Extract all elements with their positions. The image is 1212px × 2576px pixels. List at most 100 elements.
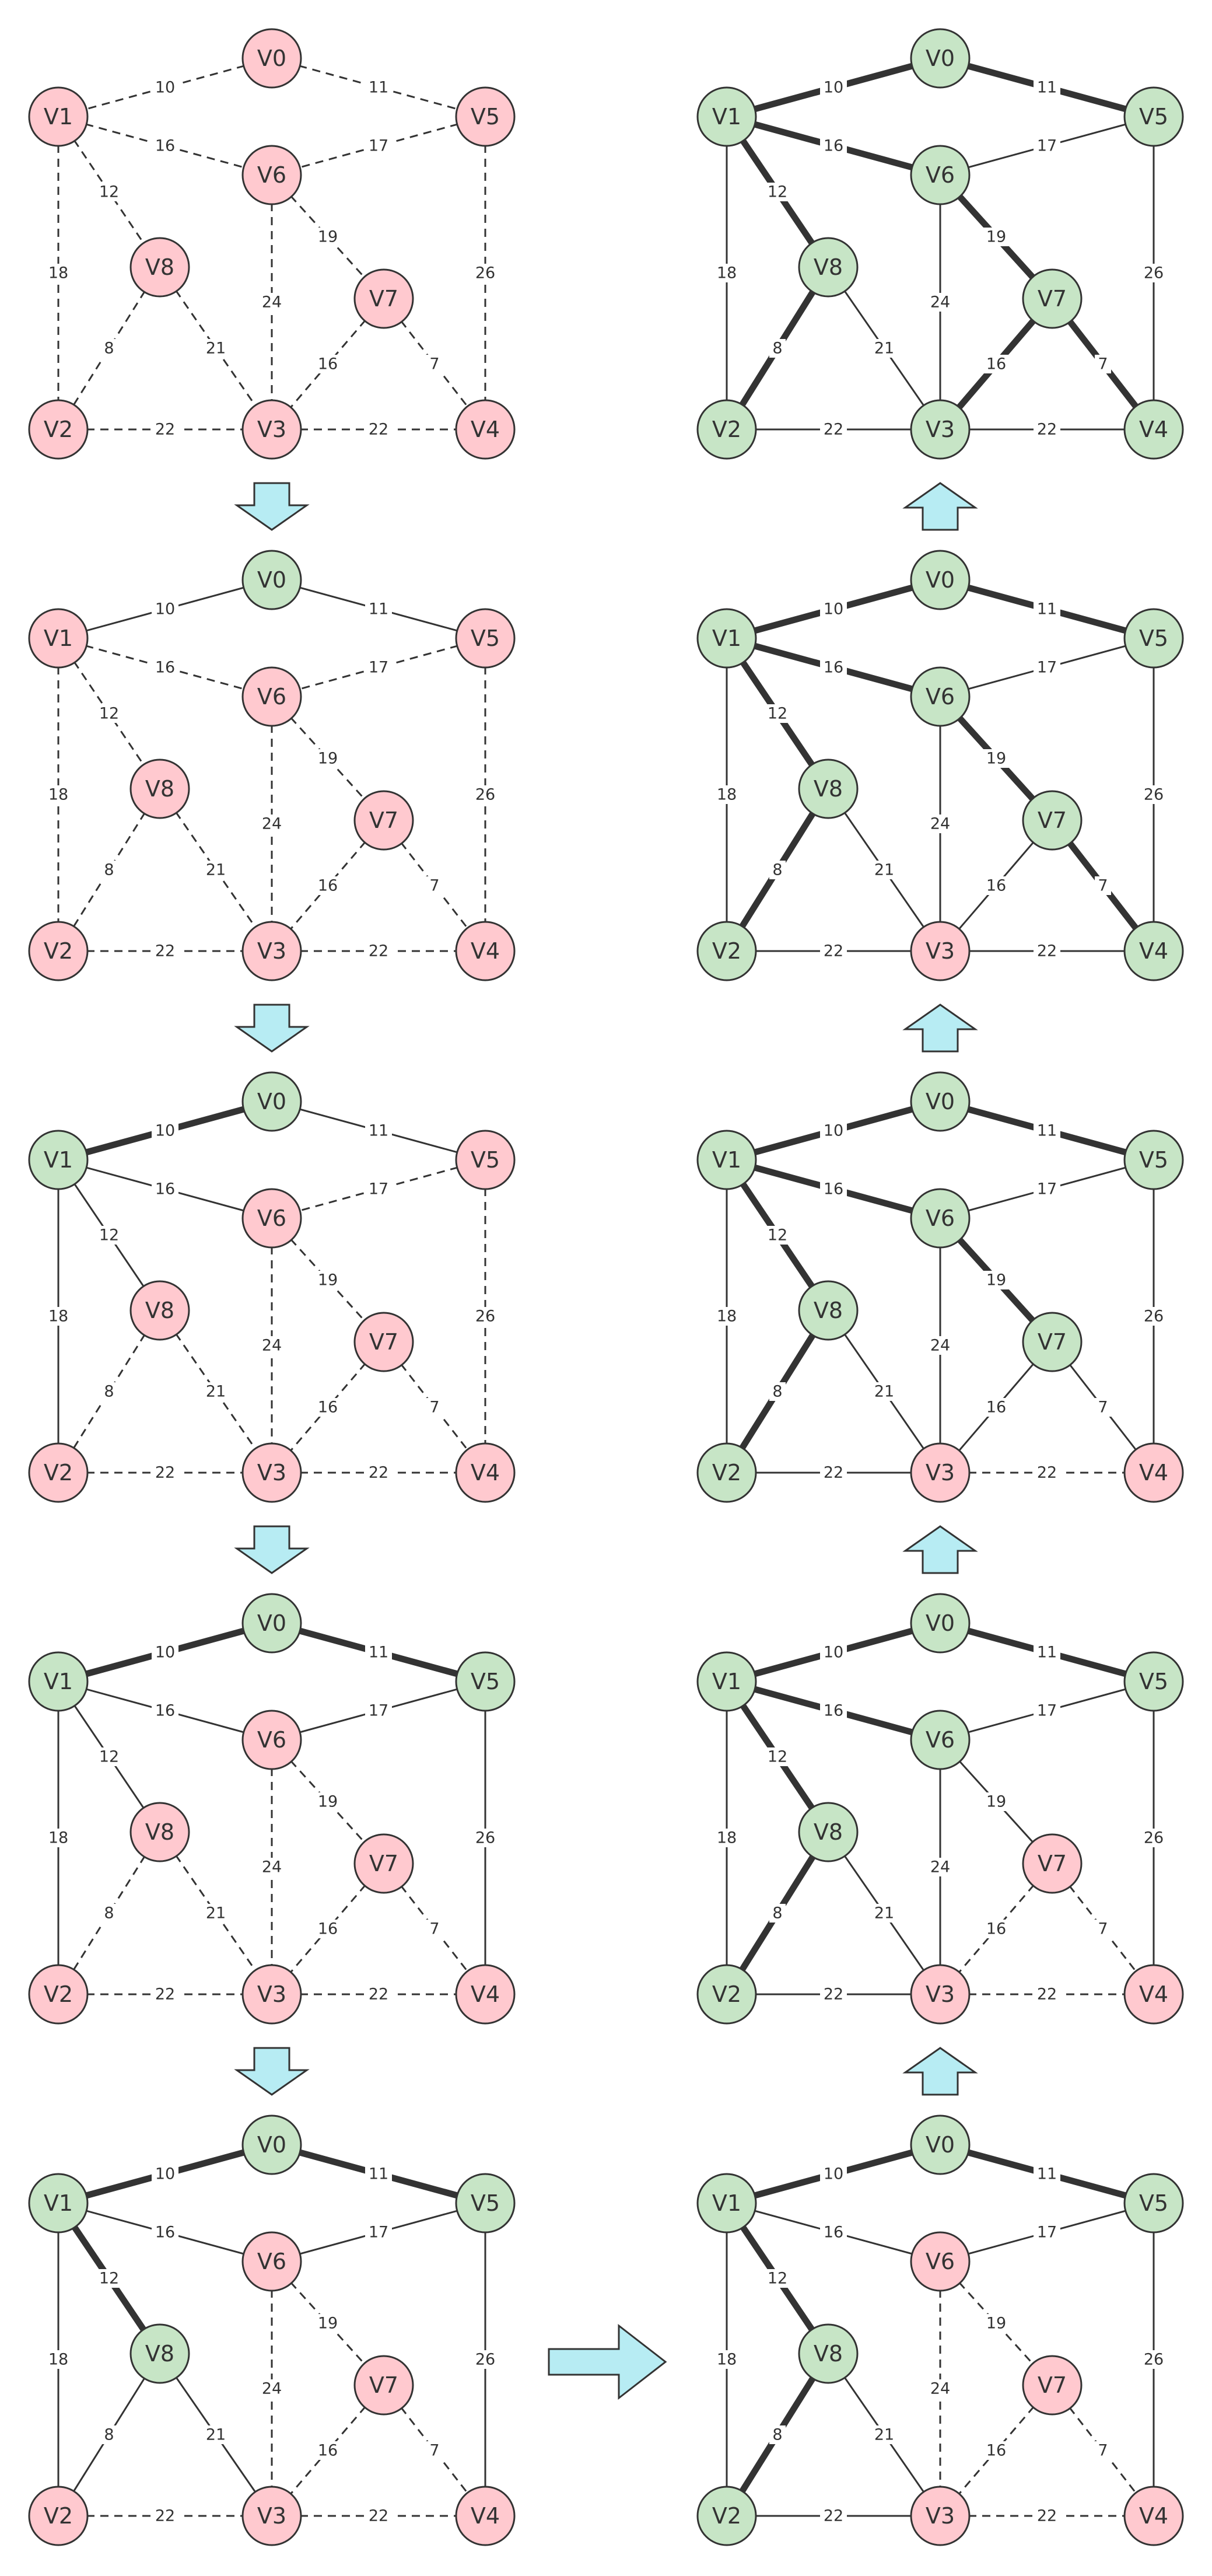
weight-label-bg [1034, 1643, 1060, 1662]
edge-v8-v2 [57, 1310, 161, 1473]
node-v2 [696, 1442, 757, 1503]
node-label-v3: V3 [926, 1981, 955, 2007]
node-label-v8: V8 [145, 1819, 174, 1845]
weight-label-bg [820, 1985, 847, 2004]
weight-label-bg [983, 355, 1010, 373]
node-label-v2: V2 [712, 1981, 741, 2007]
node-label-v0: V0 [257, 1610, 286, 1636]
arrow-down-icon [234, 1525, 310, 1574]
weight-label-bg [820, 2223, 847, 2242]
node-v0 [910, 28, 971, 89]
edge-weight-label: 22 [369, 421, 388, 439]
edge-weight-label: 16 [986, 2442, 1006, 2460]
node-label-v3: V3 [926, 417, 955, 442]
node-v6 [241, 1710, 302, 1770]
edge-weight-label: 24 [262, 1858, 282, 1876]
edge-weight-label: 10 [824, 2165, 843, 2183]
edge-weight-label: 22 [824, 2507, 843, 2525]
weight-label-bg [1034, 600, 1060, 618]
node-v5 [455, 1130, 516, 1190]
edge-weight-label: 21 [874, 1904, 894, 1923]
edge-weight-label: 21 [874, 2426, 894, 2444]
edge-weight-label: 7 [1098, 355, 1108, 373]
node-label-v6: V6 [257, 162, 286, 188]
edges-step-5 [55, 2141, 489, 2517]
edge-weight-label: 16 [318, 2442, 338, 2460]
step-arrows [234, 482, 978, 2400]
node-v7 [1022, 1833, 1083, 1894]
edge-weight-label: 21 [206, 1904, 226, 1923]
node-label-v6: V6 [257, 2249, 286, 2274]
node-v3 [241, 399, 302, 460]
weight-label-bg [1095, 2441, 1111, 2460]
edge-weight-label: 18 [48, 1829, 68, 1847]
edge-weight-label: 26 [475, 2351, 495, 2369]
weight-label-bg [769, 2425, 786, 2444]
weight-label-bg [314, 1271, 341, 1289]
node-v1 [28, 2173, 89, 2234]
weight-label-bg [983, 1920, 1010, 1938]
node-v1 [28, 86, 89, 147]
weight-label-bg [152, 1985, 178, 2004]
node-v7 [1022, 790, 1083, 851]
edge-weight-label: 19 [986, 228, 1006, 246]
edge-v0-v5 [271, 57, 486, 118]
edge-weight-label: 19 [318, 228, 338, 246]
node-v0 [241, 550, 302, 610]
edge-weight-label: 16 [986, 355, 1006, 373]
edge-weight-label: 19 [318, 2315, 338, 2333]
node-label-v4: V4 [1139, 1460, 1168, 1486]
weight-label-bg [202, 861, 229, 879]
weight-label-bg [1034, 1121, 1060, 1140]
weight-label-bg [96, 1747, 122, 1766]
weight-label-bg [764, 704, 791, 723]
node-label-v0: V0 [926, 1089, 955, 1114]
node-label-v1: V1 [712, 2190, 741, 2216]
edge-weight-label: 24 [930, 2380, 950, 2398]
node-v2 [28, 1964, 89, 2025]
weight-label-bg [472, 1829, 499, 1847]
edge-weight-label: 12 [99, 1748, 119, 1766]
node-v8 [798, 1802, 859, 1862]
node-label-v6: V6 [926, 1205, 955, 1231]
edge-weight-label: 16 [318, 355, 338, 373]
node-label-v4: V4 [1139, 2503, 1168, 2529]
node-label-v2: V2 [44, 417, 73, 442]
edge-weight-label: 18 [48, 264, 68, 282]
arrow-up-icon [902, 2047, 978, 2096]
weight-label-bg [820, 942, 847, 960]
node-label-v3: V3 [257, 2503, 286, 2529]
node-v7 [353, 1833, 414, 1894]
node-v5 [1123, 1651, 1184, 1712]
weight-label-bg [152, 2507, 178, 2525]
node-v8 [129, 2323, 190, 2384]
node-label-v4: V4 [471, 2503, 500, 2529]
weight-label-bg [365, 1643, 392, 1662]
node-v3 [241, 1442, 302, 1503]
node-label-v6: V6 [257, 684, 286, 709]
edge-weight-label: 16 [318, 877, 338, 895]
weight-label-bg [426, 1398, 443, 1417]
weight-label-bg [927, 815, 954, 833]
node-v4 [1123, 921, 1184, 981]
node-v8 [798, 237, 859, 298]
node-label-v6: V6 [257, 1727, 286, 1753]
node-label-v6: V6 [926, 684, 955, 709]
weight-label-bg [426, 355, 443, 373]
edge-weight-label: 11 [1037, 1644, 1057, 1662]
node-label-v1: V1 [44, 2190, 73, 2216]
node-v5 [455, 608, 516, 669]
weight-label-bg [1034, 1701, 1060, 1720]
node-label-v6: V6 [257, 1205, 286, 1231]
weight-label-bg [152, 1643, 178, 1662]
node-label-v4: V4 [471, 938, 500, 964]
edge-weight-label: 12 [768, 705, 787, 723]
node-v3 [910, 399, 971, 460]
edge-weight-label: 26 [1144, 264, 1164, 282]
node-v2 [28, 921, 89, 981]
edge-weight-label: 17 [1037, 137, 1057, 155]
node-label-v5: V5 [471, 1669, 500, 1694]
weight-label-bg [365, 78, 392, 97]
